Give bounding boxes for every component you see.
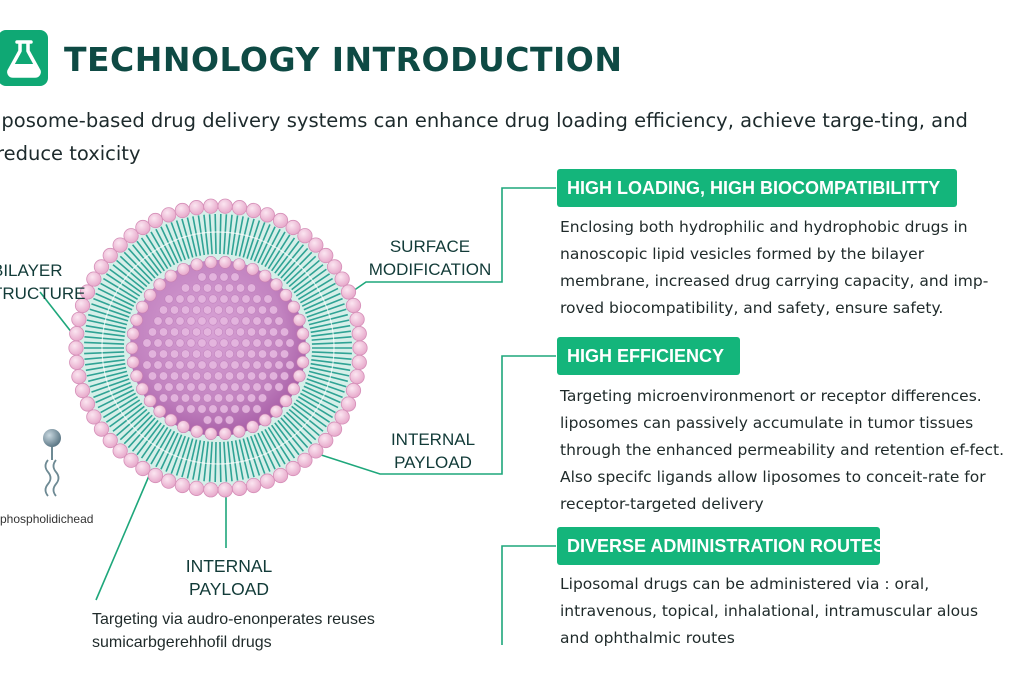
label-internal-payload-right: INTERNAL PAYLOAD — [390, 430, 476, 472]
label-bilayer-structure: BILAYER TRUCTURE — [0, 261, 86, 303]
liposome — [68, 198, 368, 498]
card-heading-high-efficiency: HIGH EFFICIENCY — [557, 337, 740, 375]
intro-text: iposome-based drug delivery systems can … — [0, 109, 968, 165]
phospholipid-icon — [43, 429, 61, 497]
label-phospholipid: phospholidichead — [0, 512, 94, 526]
flask-icon — [0, 30, 48, 86]
label-internal-payload-bottom: INTERNAL PAYLOAD — [185, 556, 273, 599]
card-body-high-efficiency: Targeting microenvironmenort or receptor… — [560, 387, 1005, 513]
connector-lines — [39, 187, 556, 645]
card-heading-high-loading: HIGH LOADING, HIGH BIOCOMPATIBILITTY — [557, 169, 957, 207]
bottom-note: Targeting via audro-enonperates reuses s… — [92, 611, 375, 651]
card-body-administration-routes: Liposomal drugs can be administered via … — [560, 575, 979, 647]
page-title: TECHNOLOGY INTRODUCTION — [64, 40, 623, 79]
label-surface-modification: SURFACE MODIFICATION — [368, 237, 492, 279]
card-heading-administration-routes: DIVERSE ADMINISTRATION ROUTES — [557, 527, 885, 565]
card-body-high-loading: Enclosing both hydrophilic and hydrophob… — [560, 218, 989, 317]
